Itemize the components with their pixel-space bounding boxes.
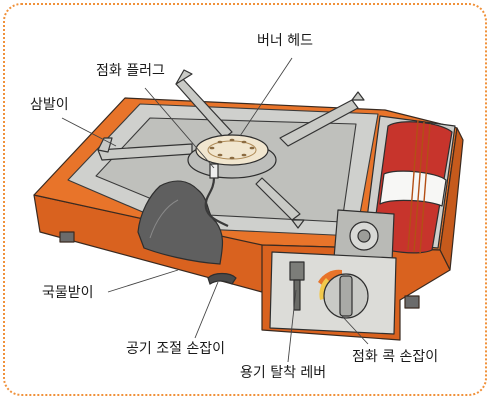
leader-drip-tray [107, 269, 179, 293]
leader-lines [61, 57, 369, 363]
leader-ignition-knob [341, 315, 369, 345]
label-drip-tray: 국물받이 [42, 285, 94, 301]
label-burner-head: 버너 헤드 [257, 33, 313, 49]
igniter-plug [204, 163, 229, 227]
leader-canister-release-lever [287, 289, 297, 363]
label-air-control-knob: 공기 조절 손잡이 [126, 341, 226, 357]
burner-head [187, 134, 277, 179]
trivet [97, 69, 365, 229]
air-control-knob-graphic [207, 272, 237, 285]
label-trivet: 삼발이 [30, 97, 69, 113]
leader-igniter-plug [144, 87, 215, 169]
leader-air-control-knob [194, 281, 219, 339]
canister-compartment [333, 115, 456, 263]
diagram-frame [3, 3, 487, 396]
leader-trivet [61, 117, 117, 147]
drip-tray [137, 180, 224, 265]
label-ignition-knob: 점화 콕 손잡이 [352, 349, 439, 365]
leader-burner-head [239, 57, 293, 137]
label-igniter-plug: 점화 플러그 [96, 63, 165, 79]
control-panel [269, 251, 397, 335]
label-canister-release-lever: 용기 탈착 레버 [240, 365, 327, 381]
